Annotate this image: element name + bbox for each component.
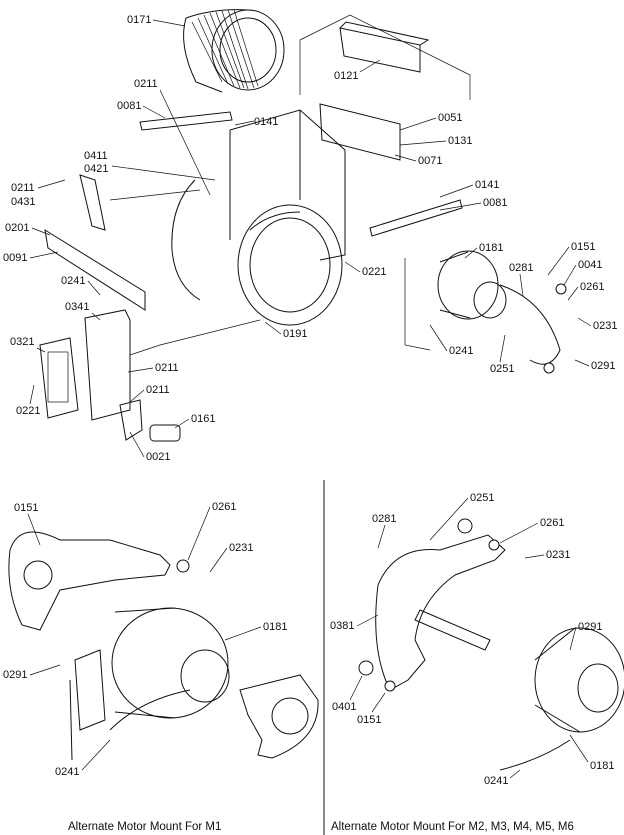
callout-0121: 0121 xyxy=(334,70,358,82)
callout-0291: 0291 xyxy=(3,669,27,681)
top-panel xyxy=(339,21,430,73)
callout-0151: 0151 xyxy=(571,241,595,253)
callout-0281: 0281 xyxy=(372,513,396,525)
callout-0191: 0191 xyxy=(283,328,307,340)
callout-0221: 0221 xyxy=(362,266,386,278)
m1-caption: Alternate Motor Mount For M1 xyxy=(68,821,221,833)
callout-0081: 0081 xyxy=(483,197,507,209)
callout-0401: 0401 xyxy=(332,701,356,713)
callout-0211: 0211 xyxy=(11,182,35,194)
callout-0281: 0281 xyxy=(509,262,533,274)
callout-0081: 0081 xyxy=(117,100,141,112)
callout-0161: 0161 xyxy=(191,413,215,425)
callout-0141: 0141 xyxy=(475,179,499,191)
callout-0071: 0071 xyxy=(418,155,442,167)
capacitor xyxy=(119,399,181,442)
top-callouts: 0171 0121 0211 0081 0141 0051 0131 0071 … xyxy=(3,14,617,463)
callout-0251: 0251 xyxy=(470,492,494,504)
callout-0291: 0291 xyxy=(591,360,615,372)
callout-0381: 0381 xyxy=(330,620,354,632)
callout-0261: 0261 xyxy=(212,501,236,513)
motor-top xyxy=(437,250,567,374)
callout-0041: 0041 xyxy=(578,259,602,271)
callout-0211: 0211 xyxy=(146,384,170,396)
callout-0261: 0261 xyxy=(580,281,604,293)
rails-and-brackets xyxy=(44,103,463,311)
callout-0261: 0261 xyxy=(540,517,564,529)
callout-0211: 0211 xyxy=(155,362,179,374)
callout-0181: 0181 xyxy=(479,242,503,254)
control-box xyxy=(39,309,131,421)
callout-0231: 0231 xyxy=(229,542,253,554)
callout-0241: 0241 xyxy=(55,766,79,778)
exploded-guide-lines xyxy=(109,14,471,356)
m2-m6-callouts: 0251 0281 0261 0231 0381 0291 0401 0151 … xyxy=(330,492,614,833)
callout-0421: 0421 xyxy=(84,163,108,175)
callout-0411: 0411 xyxy=(84,150,108,162)
callout-0141: 0141 xyxy=(254,116,278,128)
callout-0211: 0211 xyxy=(134,78,158,90)
callout-0051: 0051 xyxy=(438,112,462,124)
callout-0171: 0171 xyxy=(127,14,151,26)
callout-0321: 0321 xyxy=(10,336,34,348)
m1-mount-detail xyxy=(8,531,319,761)
callout-0151: 0151 xyxy=(14,502,38,514)
callout-0241: 0241 xyxy=(484,775,508,787)
blower-wheel xyxy=(183,9,285,93)
callout-0231: 0231 xyxy=(593,320,617,332)
callout-0251: 0251 xyxy=(490,363,514,375)
callout-0241: 0241 xyxy=(449,345,473,357)
callout-0291: 0291 xyxy=(578,621,602,633)
callout-0341: 0341 xyxy=(65,301,89,313)
m2-m6-caption: Alternate Motor Mount For M2, M3, M4, M5… xyxy=(331,821,574,833)
callout-0201: 0201 xyxy=(5,222,29,234)
callout-0231: 0231 xyxy=(546,549,570,561)
m1-callouts: 0151 0261 0231 0181 0291 0241 Alternate … xyxy=(3,501,287,833)
callout-0131: 0131 xyxy=(448,135,472,147)
callout-0221: 0221 xyxy=(16,405,40,417)
callout-0431: 0431 xyxy=(11,196,35,208)
callout-0091: 0091 xyxy=(3,252,27,264)
callout-0151: 0151 xyxy=(357,714,381,726)
m2-m6-mount-detail xyxy=(358,518,624,771)
blower-housing xyxy=(171,109,346,326)
callout-0181: 0181 xyxy=(263,621,287,633)
callout-0181: 0181 xyxy=(590,760,614,772)
callout-0241: 0241 xyxy=(61,275,85,287)
callout-0021: 0021 xyxy=(146,451,170,463)
